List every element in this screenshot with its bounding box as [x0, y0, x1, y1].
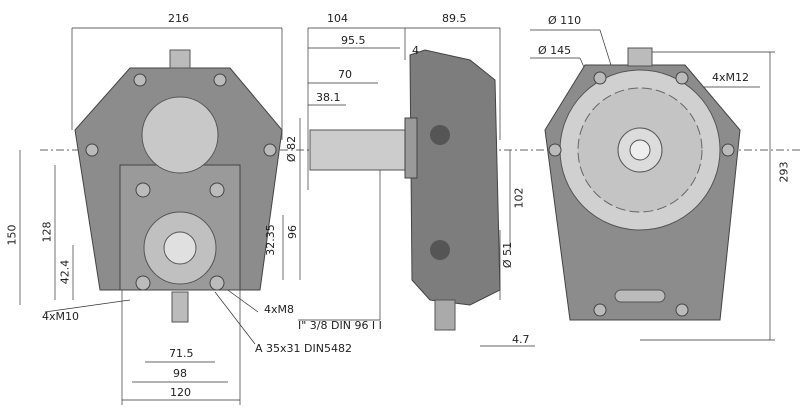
dim-flange-depth: 89.5: [442, 12, 467, 25]
dim-98: 98: [173, 367, 187, 380]
callout-4xm8: 4xM8: [264, 303, 294, 316]
dim-4: 4: [412, 44, 419, 57]
dim-120: 120: [170, 386, 191, 399]
dim-overall-width: 216: [168, 12, 189, 25]
dim-38-1: 38.1: [316, 91, 341, 104]
dim-dia-110: Ø 110: [548, 14, 582, 27]
dim-96: 96: [286, 225, 299, 239]
dim-42-4: 42.4: [58, 259, 72, 285]
dim-293: 293: [777, 161, 791, 183]
callout-output-shaft: A 35x31 DIN5482: [255, 342, 352, 355]
side-view: [309, 49, 501, 331]
callout-4xm12: 4xM12: [712, 71, 749, 84]
dim-32-35: 32.35: [263, 224, 277, 256]
dim-dia-51: Ø 51: [501, 241, 515, 269]
dim-102: 102: [512, 187, 526, 209]
dim-4-7: 4.7: [512, 333, 530, 346]
dim-128: 128: [40, 221, 54, 243]
callout-4xm10: 4xM10: [42, 310, 79, 323]
dim-95-5: 95.5: [341, 34, 366, 47]
dim-dia-82: Ø 82: [285, 135, 299, 163]
callout-input-shaft: I" 3/8 DIN 96 I I: [298, 319, 382, 332]
dim-70: 70: [338, 68, 352, 81]
dim-dia-145: Ø 145: [538, 44, 572, 57]
dim-shaft-length: 104: [327, 12, 348, 25]
front-view: [74, 49, 283, 323]
dim-71-5: 71.5: [169, 347, 194, 360]
dim-150: 150: [5, 224, 19, 246]
rear-view: [544, 47, 741, 321]
